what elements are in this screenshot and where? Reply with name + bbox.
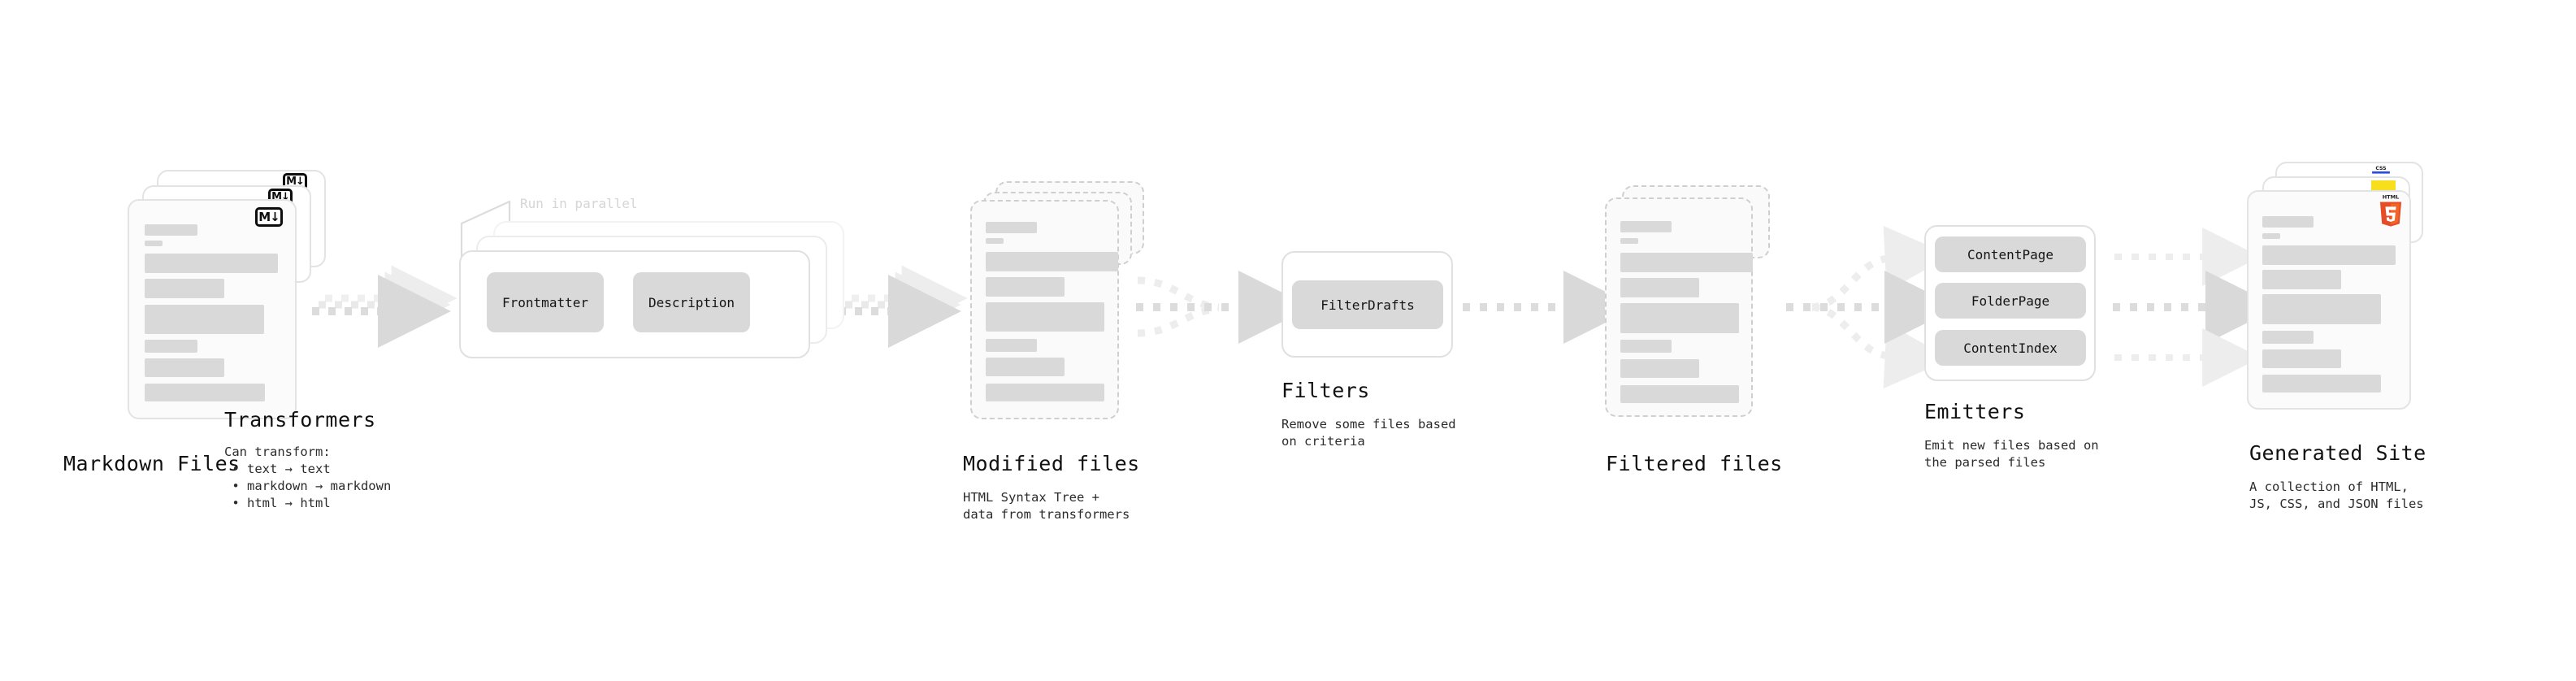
content-bar xyxy=(2262,349,2341,368)
stage-title-filtered-files: Filtered files xyxy=(1606,452,1783,475)
content-bar xyxy=(986,222,1037,233)
content-bar xyxy=(145,358,224,377)
arrow-transformers-to-modified xyxy=(822,265,968,348)
content-bar xyxy=(145,384,265,401)
content-bar xyxy=(2262,245,2396,265)
run-in-parallel-label: Run in parallel xyxy=(520,196,638,211)
content-bar xyxy=(986,277,1065,297)
content-bar xyxy=(145,241,163,246)
svg-text:CSS: CSS xyxy=(2375,166,2386,171)
emitter-step-folderpage[interactable]: FolderPage xyxy=(1935,283,2086,319)
content-bar xyxy=(1620,238,1638,244)
transformer-step-description[interactable]: Description xyxy=(633,272,750,332)
content-bar xyxy=(2262,216,2314,228)
filter-step-filterdrafts[interactable]: FilterDrafts xyxy=(1292,280,1443,329)
content-bar xyxy=(145,254,278,273)
stage-subtitle-generated-site: A collection of HTML, JS, CSS, and JSON … xyxy=(2249,479,2424,511)
content-bar xyxy=(986,238,1004,244)
content-bar xyxy=(986,252,1118,271)
stage-subtitle-transformers: Can transform: • text → text • markdown … xyxy=(224,445,392,510)
arrow-modified-to-filters xyxy=(1136,271,1312,344)
stage-title-emitters: Emitters xyxy=(1924,400,2026,423)
content-bar xyxy=(2262,331,2314,344)
transformer-step-frontmatter[interactable]: Frontmatter xyxy=(487,272,604,332)
html5-icon: HTML xyxy=(2379,194,2402,227)
run-in-parallel-bracket xyxy=(460,200,511,260)
arrow-emitters-to-site xyxy=(2113,228,2279,387)
content-bar xyxy=(1620,359,1699,378)
svg-text:HTML: HTML xyxy=(2383,194,2400,201)
content-bar xyxy=(2262,375,2381,393)
content-bar xyxy=(2262,233,2280,239)
content-bar xyxy=(1620,278,1699,297)
stage-title-generated-site: Generated Site xyxy=(2249,441,2426,465)
stage-subtitle-filters: Remove some files based on criteria xyxy=(1281,417,1456,449)
stage-title-transformers: Transformers xyxy=(224,408,376,432)
content-bar xyxy=(145,340,197,353)
stage-title-markdown-files: Markdown Files xyxy=(63,452,241,475)
content-bar xyxy=(145,224,197,236)
content-bar xyxy=(986,302,1104,332)
arrow-filtered-to-emitters xyxy=(1786,225,1958,389)
content-bar xyxy=(986,384,1104,401)
content-bar xyxy=(2262,294,2381,324)
content-bar xyxy=(1620,221,1672,232)
content-bar xyxy=(1620,385,1739,403)
stage-title-filters: Filters xyxy=(1281,379,1370,402)
content-bar xyxy=(145,305,264,334)
content-bar xyxy=(145,279,224,298)
stage-subtitle-modified-files: HTML Syntax Tree + data from transformer… xyxy=(963,490,1130,522)
content-bar xyxy=(1620,253,1753,272)
stage-title-modified-files: Modified files xyxy=(963,452,1140,475)
content-bar xyxy=(1620,303,1739,333)
content-bar xyxy=(1620,340,1672,353)
arrow-markdown-to-transformers xyxy=(312,265,458,348)
emitter-step-contentindex[interactable]: ContentIndex xyxy=(1935,330,2086,366)
content-bar xyxy=(986,339,1037,352)
content-bar xyxy=(2262,270,2341,289)
css3-icon: CSS xyxy=(2372,166,2390,174)
emitter-step-contentpage[interactable]: ContentPage xyxy=(1935,236,2086,272)
markdown-icon: M↓ xyxy=(255,207,283,227)
stage-subtitle-emitters: Emit new files based on the parsed files xyxy=(1924,438,2099,470)
content-bar xyxy=(986,358,1065,376)
